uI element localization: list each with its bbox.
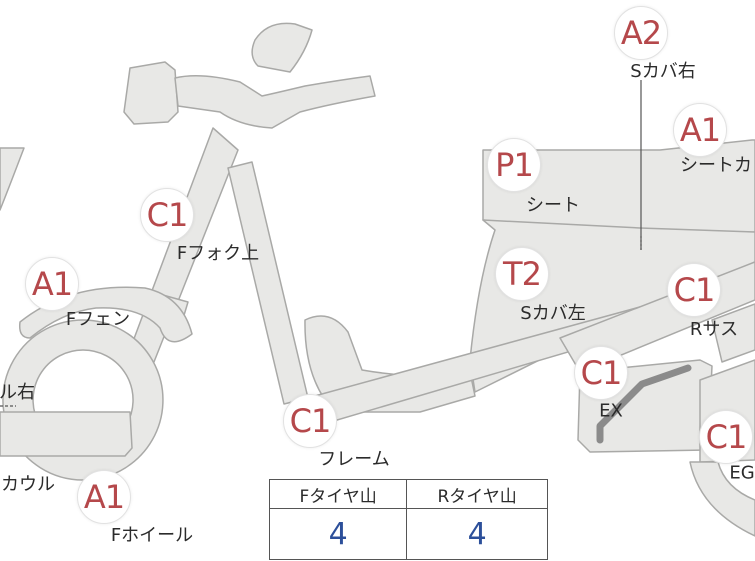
label-a1-wheel: Fホイール <box>110 525 194 546</box>
label-c1-rsus: Rサス <box>689 319 739 340</box>
badge-c1-ex: C1 <box>574 346 628 400</box>
label-a1-fender: Fフェン <box>65 309 131 330</box>
rear-tire-header: Rタイヤ山 <box>406 479 548 509</box>
label-t2: Sカバ左 <box>520 303 586 324</box>
left-fragment-part <box>0 147 25 211</box>
label-p1: シート <box>526 195 580 216</box>
badge-a2: A2 <box>614 6 668 60</box>
label-cowl: カウル <box>1 474 55 495</box>
label-cowl-r: ル右 <box>0 382 35 403</box>
badge-c1-eg: C1 <box>699 410 753 464</box>
badge-c1-fork: C1 <box>140 188 194 242</box>
front-tire-header: Fタイヤ山 <box>268 479 408 509</box>
label-c1-fork: Fフォク上 <box>176 243 260 264</box>
label-c1-eg: EG <box>729 462 755 484</box>
center-pipe-part <box>227 161 309 405</box>
label-a1-seat: シートカ <box>680 155 752 176</box>
tire-tread-table: Fタイヤ山 Rタイヤ山 4 4 <box>268 479 548 560</box>
tread-header-row: Fタイヤ山 Rタイヤ山 <box>268 479 548 509</box>
label-c1-ex: EX <box>599 400 623 422</box>
label-a2: Sカバ右 <box>630 61 696 82</box>
mirror-part <box>251 22 313 73</box>
badge-t2: T2 <box>495 247 549 301</box>
badge-c1-rsus: C1 <box>667 263 721 317</box>
exhaust-bracket <box>596 364 692 444</box>
rear-suspension-part <box>711 303 755 363</box>
badge-a1-fender: A1 <box>25 257 79 311</box>
cowl-part <box>0 411 133 457</box>
front-tire-value: 4 <box>268 508 408 560</box>
badge-a1-seat: A1 <box>673 103 727 157</box>
badge-p1: P1 <box>487 138 541 192</box>
handlebar-part <box>174 75 376 129</box>
rear-tire-value: 4 <box>406 508 548 560</box>
headlight-part <box>123 61 179 125</box>
label-c1-frame: フレーム <box>318 449 390 470</box>
badge-a1-wheel: A1 <box>77 470 131 524</box>
badge-c1-frame: C1 <box>283 394 337 448</box>
tread-value-row: 4 4 <box>268 508 548 560</box>
